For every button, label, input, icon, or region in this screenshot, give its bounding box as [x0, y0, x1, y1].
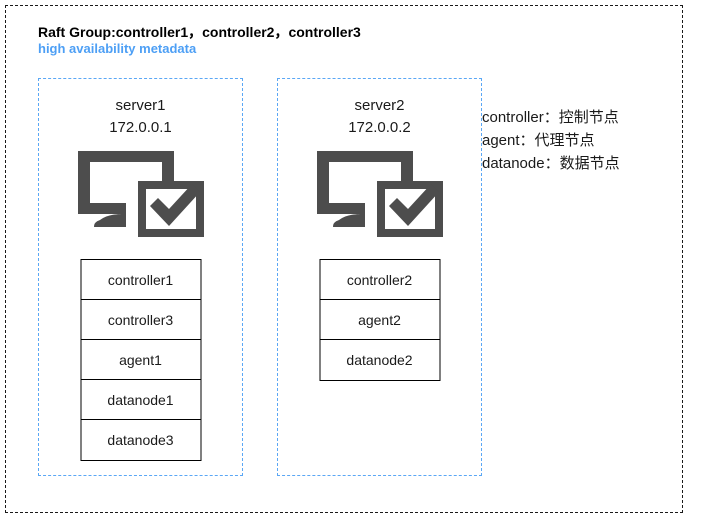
monitor-check-icon: [77, 151, 204, 237]
server-panel-server2: server2 172.0.0.2 controller2 agent2 dat…: [277, 78, 482, 476]
node-box[interactable]: controller3: [81, 300, 200, 340]
node-box[interactable]: datanode3: [81, 420, 200, 460]
server-panel-server1: server1 172.0.0.1 controller1 controller…: [38, 78, 243, 476]
monitor-check-icon: [316, 151, 443, 237]
legend-item-agent: agent：代理节点: [482, 132, 595, 149]
node-stack: controller2 agent2 datanode2: [319, 259, 440, 381]
legend: controller：控制节点 agent：代理节点 datanode：数据节点: [482, 106, 677, 175]
server-ip-label: 172.0.0.2: [348, 119, 411, 136]
server-ip-label: 172.0.0.1: [109, 119, 172, 136]
server-name-label: server1: [115, 97, 166, 114]
node-box[interactable]: datanode1: [81, 380, 200, 420]
node-stack: controller1 controller3 agent1 datanode1…: [80, 259, 201, 461]
raft-group-title: Raft Group:controller1，controller2，contr…: [38, 24, 361, 40]
legend-item-datanode: datanode：数据节点: [482, 155, 620, 172]
node-box[interactable]: agent2: [320, 300, 439, 340]
legend-item-controller: controller：控制节点: [482, 109, 619, 126]
server-name-label: server2: [354, 97, 405, 114]
node-box[interactable]: datanode2: [320, 340, 439, 380]
node-box[interactable]: controller2: [320, 260, 439, 300]
node-box[interactable]: controller1: [81, 260, 200, 300]
high-availability-subtitle: high availability metadata: [38, 41, 197, 56]
node-box[interactable]: agent1: [81, 340, 200, 380]
